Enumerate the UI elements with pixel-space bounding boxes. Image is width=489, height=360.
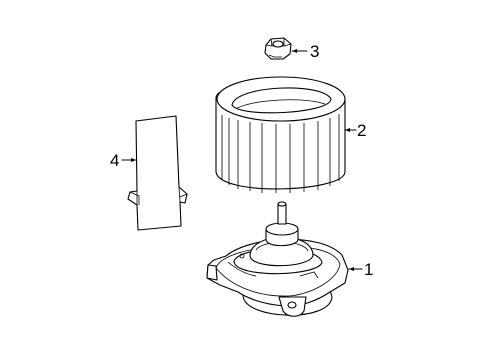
callout-4-label: 4 — [110, 151, 119, 170]
callout-2-label: 2 — [357, 121, 366, 140]
callout-2: 2 — [344, 121, 366, 140]
callout-3: 3 — [291, 42, 319, 61]
callout-1-label: 1 — [364, 260, 373, 279]
callout-4: 4 — [110, 151, 137, 170]
callout-1: 1 — [348, 260, 373, 279]
part-3-nut[interactable] — [264, 37, 292, 60]
part-2-filter-wheel[interactable] — [215, 76, 346, 193]
part-4-plate[interactable] — [127, 115, 188, 231]
callout-3-label: 3 — [310, 42, 319, 61]
part-1-blower-motor[interactable] — [206, 201, 349, 317]
